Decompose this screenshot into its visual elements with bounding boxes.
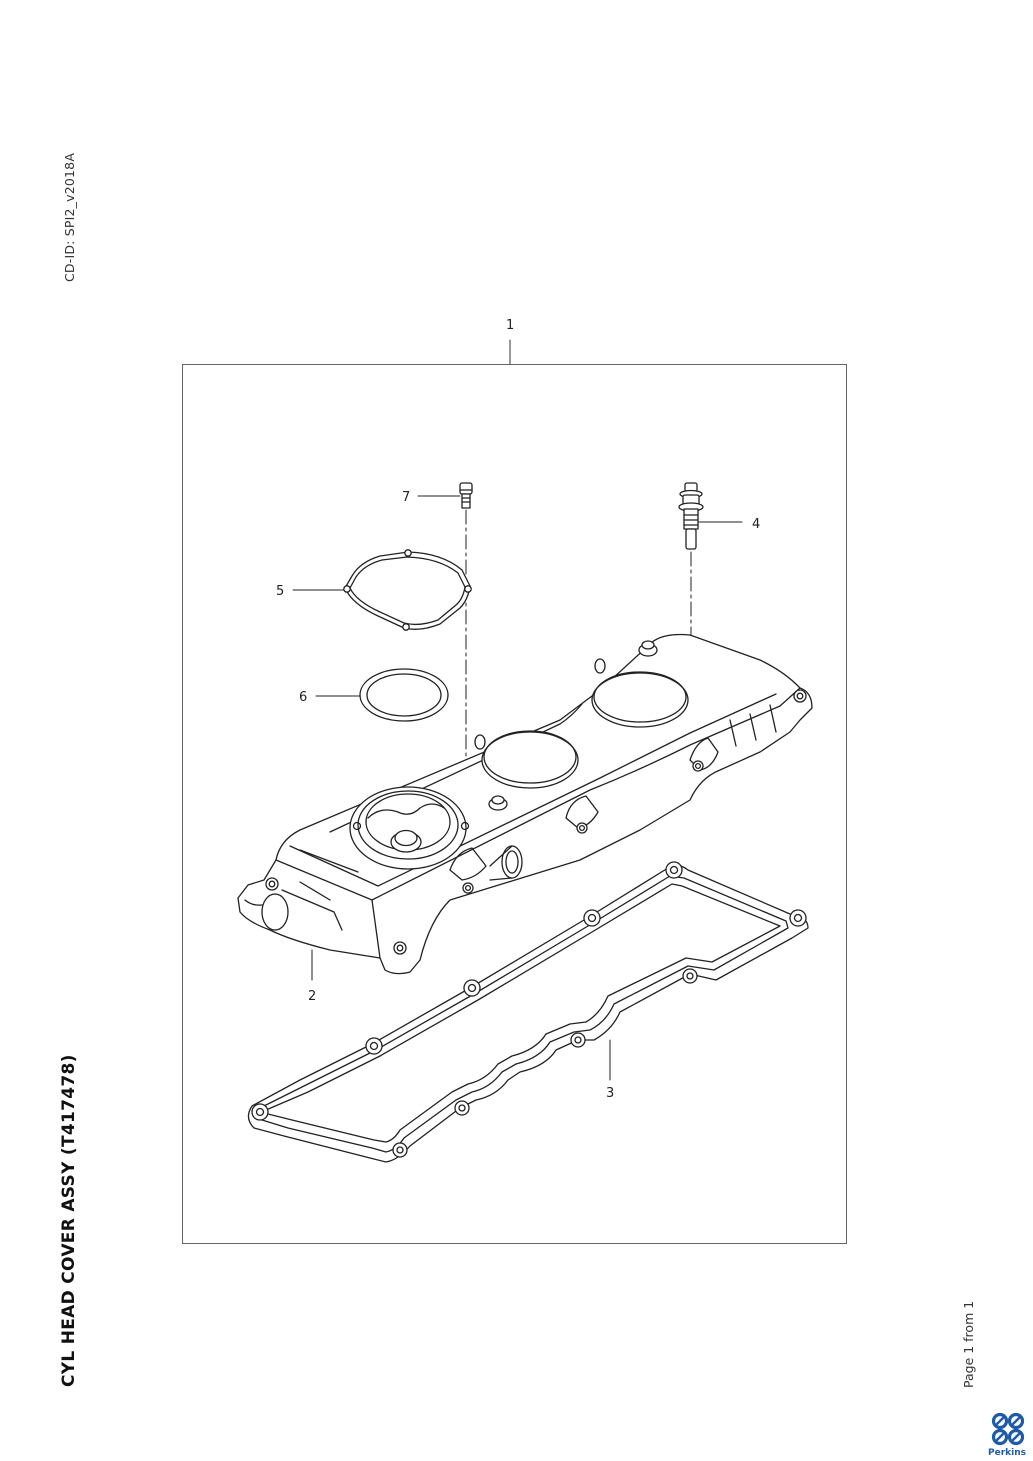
diagram-frame — [182, 364, 847, 1244]
cover-gasket-part-3 — [247, 861, 809, 1163]
callout-3: 3 — [606, 1086, 614, 1101]
bolt-part-7 — [459, 482, 473, 509]
callout-7: 7 — [402, 490, 410, 505]
callout-4: 4 — [752, 517, 760, 532]
callout-5: 5 — [276, 584, 284, 599]
gasket-plate-part-5 — [343, 549, 472, 631]
callout-1: 1 — [506, 318, 514, 333]
callout-6: 6 — [299, 690, 307, 705]
o-ring-part-6 — [359, 668, 449, 722]
callout-2: 2 — [308, 989, 316, 1004]
head-cover-part-2 — [237, 633, 813, 975]
perkins-logo-icon — [991, 1412, 1025, 1446]
perkins-logo-text: Perkins — [988, 1448, 1026, 1458]
stud-part-4 — [678, 482, 704, 550]
